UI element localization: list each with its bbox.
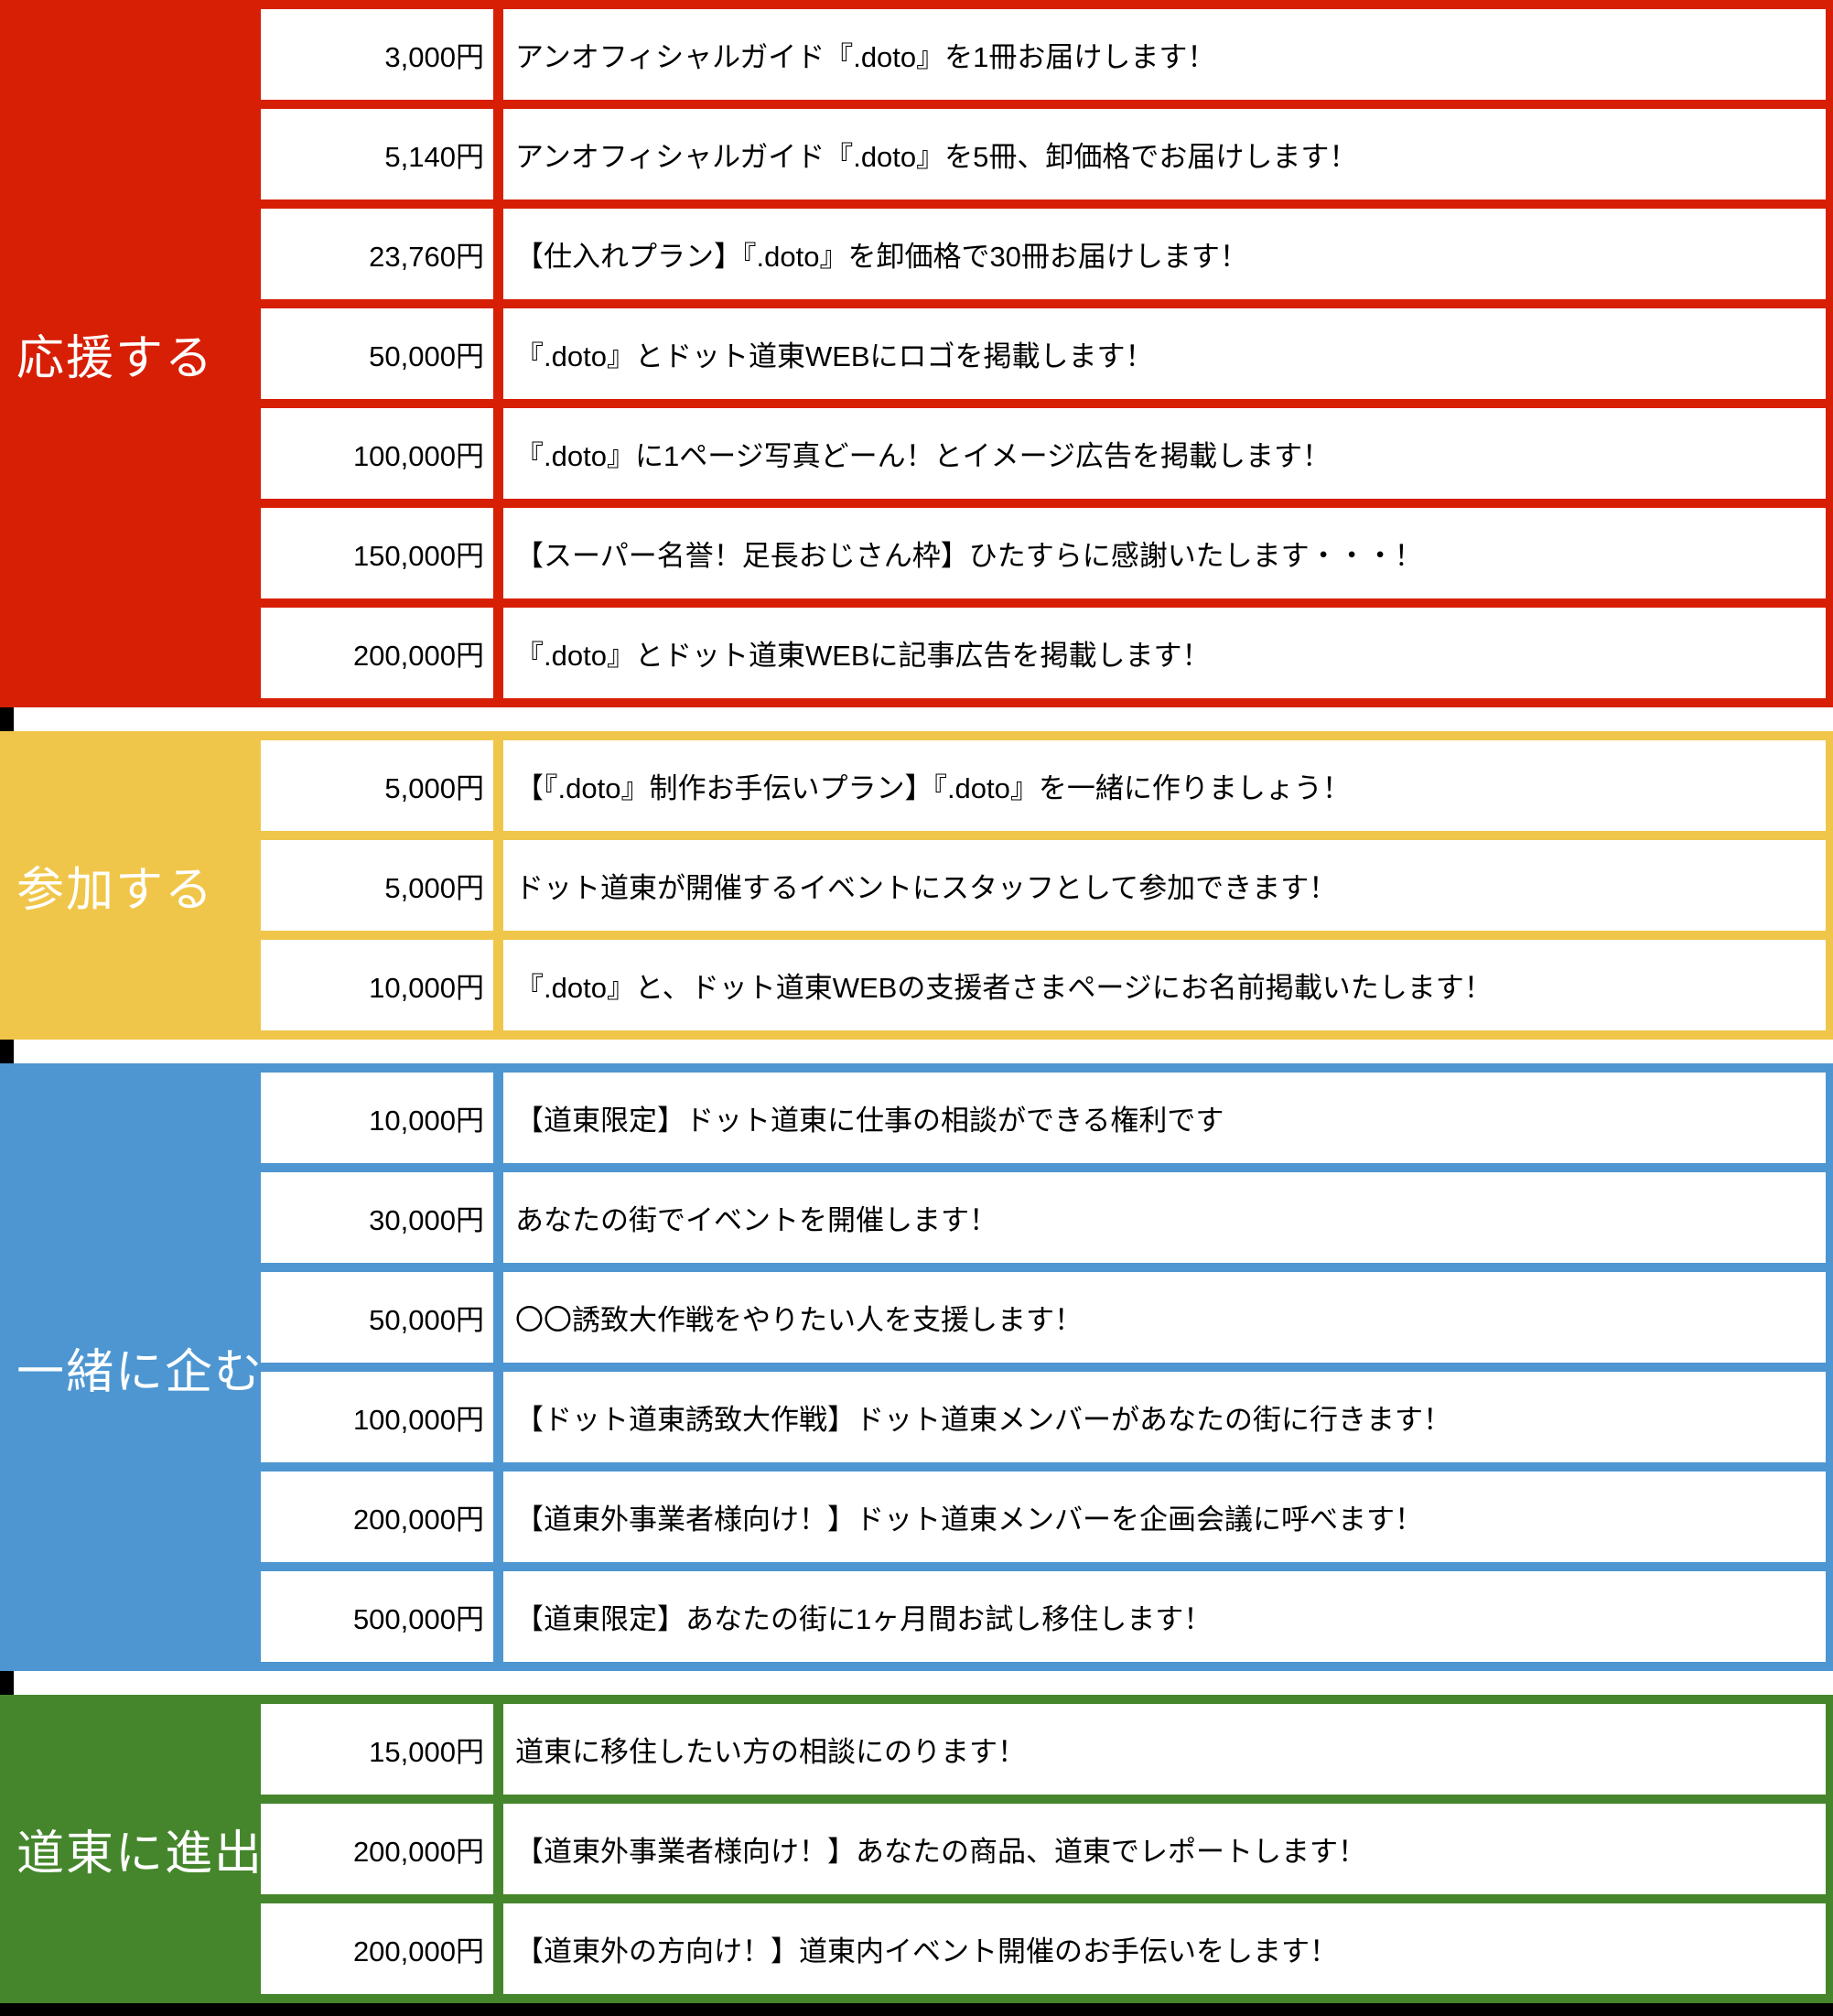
table-row: 150,000円 【スーパー名誉！足長おじさん枠】ひたすらに感謝いたします・・・…	[261, 508, 1826, 608]
table-row: 5,000円 【『.doto』制作お手伝いプラン】『.doto』を一緒に作りまし…	[261, 740, 1826, 840]
section-label: 参加する	[16, 864, 215, 917]
section-gap	[0, 1671, 1833, 1695]
description-cell: 【道東外事業者様向け！】ドット道東メンバーを企画会議に呼べます！	[515, 1504, 1423, 1536]
price-cell: 15,000円	[261, 1704, 503, 1795]
section-rows: 3,000円 アンオフィシャルガイド『.doto』を1冊お届けします！ 5,14…	[261, 0, 1833, 707]
price-cell: 10,000円	[261, 940, 503, 1030]
table-row: 5,140円 アンオフィシャルガイド『.doto』を5冊、卸価格でお届けします！	[261, 109, 1826, 209]
table-row: 500,000円 【道東限定】あなたの街に1ヶ月間お試し移住します！	[261, 1571, 1826, 1671]
table-row: 10,000円 【道東限定】ドット道東に仕事の相談ができる権利です	[261, 1073, 1826, 1172]
price-cell: 30,000円	[261, 1172, 503, 1263]
description-cell: 【仕入れプラン】『.doto』を卸価格で30冊お届けします！	[515, 241, 1248, 273]
price-cell: 10,000円	[261, 1073, 503, 1163]
table-row: 100,000円 【ドット道東誘致大作戦】ドット道東メンバーがあなたの街に行きま…	[261, 1372, 1826, 1472]
description-cell: 【『.doto』制作お手伝いプラン】『.doto』を一緒に作りましょう！	[515, 772, 1351, 804]
table-row: 50,000円 『.doto』とドット道東WEBにロゴを掲載します！	[261, 308, 1826, 408]
bottom-border-bar	[0, 2003, 1833, 2016]
section-label: 道東に進出	[16, 1827, 264, 1881]
description-cell: 『.doto』とドット道東WEBに記事広告を掲載します！	[515, 640, 1211, 672]
price-cell: 500,000円	[261, 1571, 503, 1662]
description-cell: 【道東限定】ドット道東に仕事の相談ができる権利です	[515, 1105, 1224, 1137]
section-color-band: 一緒に企む	[0, 1063, 264, 1671]
price-cell: 50,000円	[261, 1272, 503, 1363]
table-row: 23,760円 【仕入れプラン】『.doto』を卸価格で30冊お届けします！	[261, 209, 1826, 308]
reward-section: 応援する 3,000円 アンオフィシャルガイド『.doto』を1冊お届けします！…	[0, 0, 1833, 707]
price-cell: 23,760円	[261, 209, 503, 299]
description-cell: 【道東限定】あなたの街に1ヶ月間お試し移住します！	[515, 1603, 1213, 1635]
section-color-band: 道東に進出	[0, 1695, 264, 2003]
table-row: 30,000円 あなたの街でイベントを開催します！	[261, 1172, 1826, 1272]
description-cell: ドット道東が開催するイベントにスタッフとして参加できます！	[515, 872, 1338, 904]
price-cell: 150,000円	[261, 508, 503, 598]
price-cell: 5,140円	[261, 109, 503, 199]
reward-section: 参加する 5,000円 【『.doto』制作お手伝いプラン】『.doto』を一緒…	[0, 731, 1833, 1040]
price-cell: 5,000円	[261, 840, 503, 931]
table-row: 200,000円 『.doto』とドット道東WEBに記事広告を掲載します！	[261, 608, 1826, 707]
description-cell: 〇〇誘致大作戦をやりたい人を支援します！	[515, 1304, 1083, 1336]
description-cell: 『.doto』に1ページ写真どーん！とイメージ広告を掲載します！	[515, 440, 1331, 472]
price-cell: 200,000円	[261, 1472, 503, 1562]
price-cell: 200,000円	[261, 1804, 503, 1894]
description-cell: 『.doto』とドット道東WEBにロゴを掲載します！	[515, 340, 1154, 372]
table-row: 50,000円 〇〇誘致大作戦をやりたい人を支援します！	[261, 1272, 1826, 1372]
section-gap	[0, 1040, 1833, 1063]
section-label: 応援する	[16, 332, 215, 385]
description-cell: 道東に移住したい方の相談にのります！	[515, 1736, 1026, 1768]
section-label: 一緒に企む	[16, 1345, 264, 1399]
price-cell: 200,000円	[261, 1903, 503, 1994]
section-gap	[0, 707, 1833, 731]
section-rows: 10,000円 【道東限定】ドット道東に仕事の相談ができる権利です 30,000…	[261, 1063, 1833, 1671]
price-cell: 5,000円	[261, 740, 503, 831]
table-row: 200,000円 【道東外事業者様向け！】あなたの商品、道東でレポートします！	[261, 1804, 1826, 1903]
reward-section: 一緒に企む 10,000円 【道東限定】ドット道東に仕事の相談ができる権利です …	[0, 1063, 1833, 1671]
reward-section: 道東に進出 15,000円 道東に移住したい方の相談にのります！ 200,000…	[0, 1695, 1833, 2003]
description-cell: アンオフィシャルガイド『.doto』を5冊、卸価格でお届けします！	[515, 141, 1358, 173]
section-color-band: 参加する	[0, 731, 261, 1040]
section-color-band: 応援する	[0, 0, 261, 707]
table-row: 3,000円 アンオフィシャルガイド『.doto』を1冊お届けします！	[261, 9, 1826, 109]
price-cell: 200,000円	[261, 608, 503, 698]
table-row: 15,000円 道東に移住したい方の相談にのります！	[261, 1704, 1826, 1804]
table-row: 200,000円 【道東外事業者様向け！】ドット道東メンバーを企画会議に呼べます…	[261, 1472, 1826, 1571]
description-cell: アンオフィシャルガイド『.doto』を1冊お届けします！	[515, 41, 1216, 73]
description-cell: あなたの街でイベントを開催します！	[515, 1204, 997, 1236]
table-row: 10,000円 『.doto』と、ドット道東WEBの支援者さまページにお名前掲載…	[261, 940, 1826, 1040]
table-row: 100,000円 『.doto』に1ページ写真どーん！とイメージ広告を掲載します…	[261, 408, 1826, 508]
price-cell: 100,000円	[261, 1372, 503, 1462]
table-row: 200,000円 【道東外の方向け！】道東内イベント開催のお手伝いをします！	[261, 1903, 1826, 2003]
table-row: 5,000円 ドット道東が開催するイベントにスタッフとして参加できます！	[261, 840, 1826, 940]
description-cell: 【ドット道東誘致大作戦】ドット道東メンバーがあなたの街に行きます！	[515, 1404, 1451, 1436]
description-cell: 【道東外事業者様向け！】あなたの商品、道東でレポートします！	[515, 1836, 1366, 1868]
section-rows: 5,000円 【『.doto』制作お手伝いプラン】『.doto』を一緒に作りまし…	[261, 731, 1833, 1040]
description-cell: 『.doto』と、ドット道東WEBの支援者さまページにお名前掲載いたします！	[515, 972, 1493, 1004]
description-cell: 【スーパー名誉！足長おじさん枠】ひたすらに感謝いたします・・・！	[515, 540, 1423, 572]
price-cell: 100,000円	[261, 408, 503, 499]
description-cell: 【道東外の方向け！】道東内イベント開催のお手伝いをします！	[515, 1935, 1338, 1967]
section-rows: 15,000円 道東に移住したい方の相談にのります！ 200,000円 【道東外…	[261, 1695, 1833, 2003]
price-cell: 3,000円	[261, 9, 503, 100]
price-cell: 50,000円	[261, 308, 503, 399]
